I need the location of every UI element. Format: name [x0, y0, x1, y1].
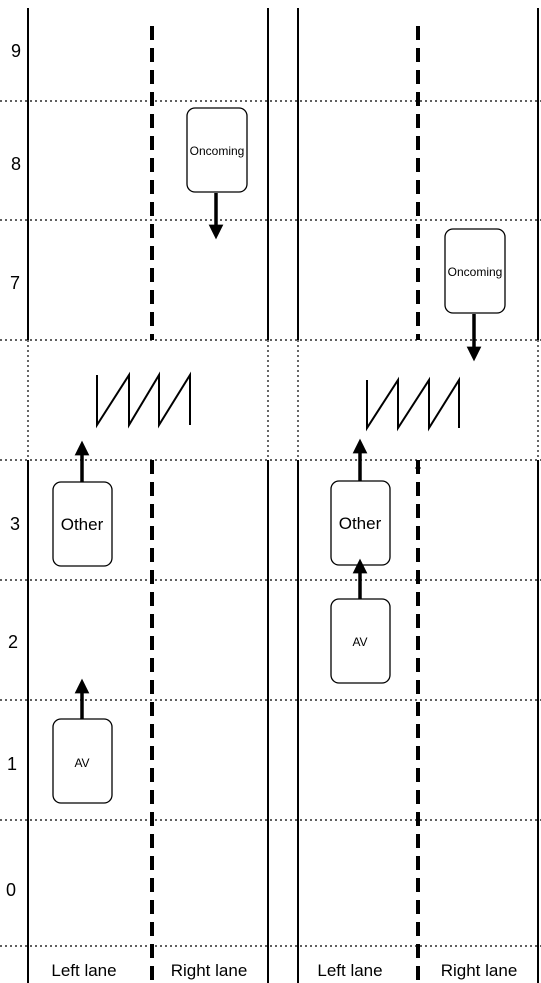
vehicle-oncoming: Oncoming: [186, 107, 248, 240]
break-symbol: [96, 371, 191, 429]
vehicle-label: Other: [61, 515, 104, 534]
row-label: 9: [11, 41, 21, 61]
row-separators: [0, 100, 541, 947]
vehicle-oncoming: Oncoming: [444, 228, 506, 362]
lane-label-left: Left lane: [51, 961, 116, 980]
row-label: 2: [8, 632, 18, 652]
vehicle-label: Other: [339, 514, 382, 533]
row-label: 0: [6, 880, 16, 900]
row-label: 7: [10, 273, 20, 293]
lane-dividers: [150, 26, 420, 983]
scenario-2: Oncoming Other AV: [330, 228, 506, 684]
row-label: 8: [11, 154, 21, 174]
vehicle-label: AV: [352, 635, 367, 649]
row-label: 1: [7, 754, 17, 774]
vehicle-label: Oncoming: [448, 265, 503, 279]
scenario-1: Oncoming Other AV: [52, 107, 248, 804]
lane-label-right: Right lane: [441, 961, 518, 980]
lane-label-left: Left lane: [317, 961, 382, 980]
vehicle-label: AV: [74, 756, 89, 770]
row-label: 3: [10, 514, 20, 534]
vehicle-other: Other: [330, 438, 391, 566]
road-edges: [27, 8, 539, 983]
vehicle-av: AV: [52, 678, 113, 804]
vehicle-label: Oncoming: [190, 144, 245, 158]
lane-label-right: Right lane: [171, 961, 248, 980]
gap-edges: [27, 340, 539, 460]
vehicle-av: AV: [330, 558, 391, 684]
lane-labels: Left lane Right lane Left lane Right lan…: [51, 961, 517, 980]
vehicle-other: Other: [52, 440, 113, 567]
row-labels: 9 8 7 3 2 1 0: [6, 41, 21, 900]
break-symbol: [366, 376, 460, 432]
